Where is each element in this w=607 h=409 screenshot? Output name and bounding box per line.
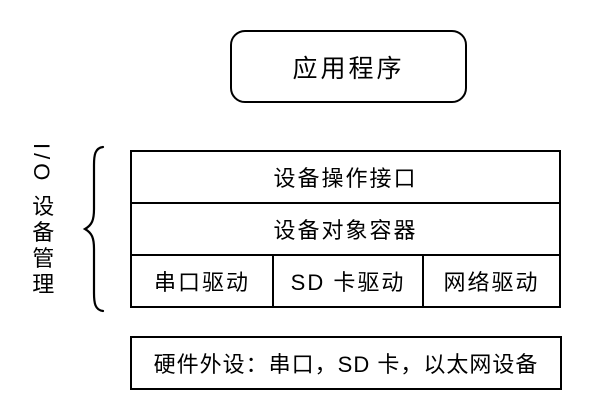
layer-device-operation-interface: 设备操作接口 — [132, 152, 559, 204]
driver-cell-sdcard: SD 卡驱动 — [274, 256, 424, 306]
hardware-peripherals-label: 硬件外设：串口，SD 卡，以太网设备 — [153, 352, 539, 377]
layer-label: 设备对象容器 — [273, 218, 418, 243]
io-layer-stack: 设备操作接口 设备对象容器 串口驱动 SD 卡驱动 网络驱动 — [130, 150, 561, 308]
driver-cell-serial: 串口驱动 — [132, 256, 274, 306]
io-management-side-label: I/O 设备管理 — [29, 143, 55, 299]
application-box: 应用程序 — [230, 30, 467, 103]
driver-label: 网络驱动 — [443, 270, 540, 295]
driver-row: 串口驱动 SD 卡驱动 网络驱动 — [132, 256, 559, 306]
hardware-peripherals-box: 硬件外设：串口，SD 卡，以太网设备 — [130, 336, 562, 390]
curly-brace-icon — [82, 145, 105, 313]
layer-device-object-container: 设备对象容器 — [132, 204, 559, 256]
driver-label: 串口驱动 — [153, 270, 250, 295]
driver-label: SD 卡驱动 — [290, 270, 406, 295]
application-box-label: 应用程序 — [292, 54, 405, 83]
driver-cell-network: 网络驱动 — [424, 256, 559, 306]
layer-label: 设备操作接口 — [273, 166, 418, 191]
